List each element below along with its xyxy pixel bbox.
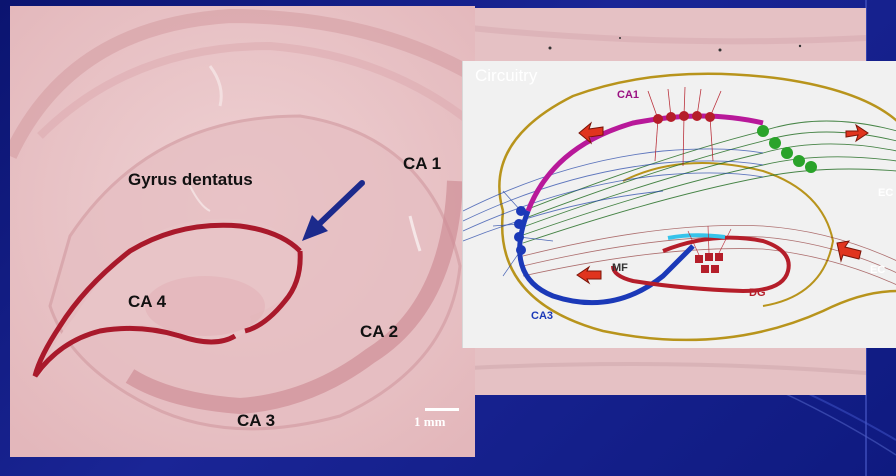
label-ca2: CA 2 [360,322,398,342]
circuitry-diagram: Circuitry CA1 CA3 MF DG EC EC [462,61,896,348]
diagram-label-ec-top: EC [878,187,893,199]
hippocampus-histology-photo [10,6,475,457]
scale-bar [425,408,459,411]
scale-label: 1 mm [414,414,445,430]
pointer-arrow [290,175,370,255]
label-ca1: CA 1 [403,154,441,174]
diagram-title: Circuitry [475,66,537,86]
label-gyrus-dentatus: Gyrus dentatus [128,170,253,190]
diagram-label-ca1: CA1 [617,89,639,101]
label-ca3: CA 3 [237,411,275,431]
diagram-label-mf: MF [612,262,628,274]
diagram-label-ca3: CA3 [531,310,553,322]
diagram-label-dg: DG [749,287,766,299]
diagram-label-ec-bottom: EC [870,264,885,276]
label-ca4: CA 4 [128,292,166,312]
